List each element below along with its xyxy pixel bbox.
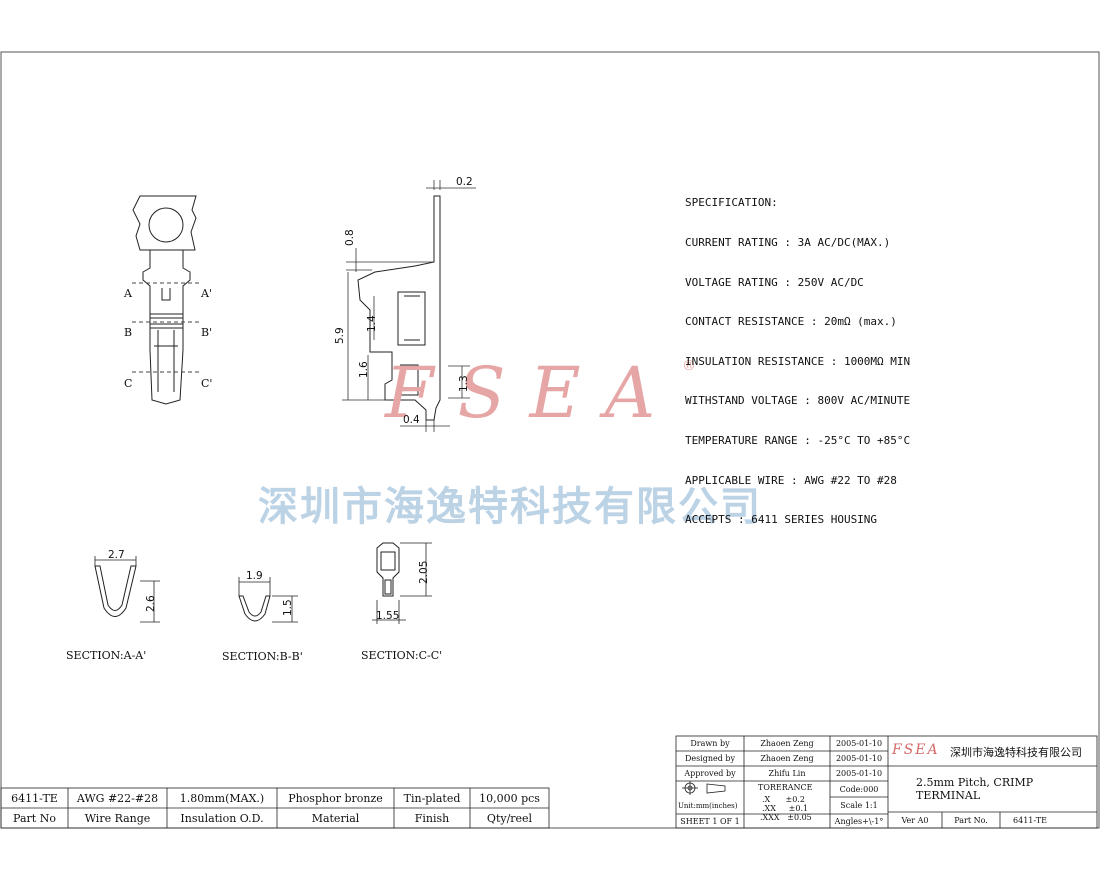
approved-name: Zhifu Lin <box>768 769 806 778</box>
dim-thickness: 0.2 <box>456 176 473 188</box>
version-label: Ver A0 <box>901 815 929 825</box>
title-logo: FSEA <box>892 742 940 758</box>
units-label: Unit:mm(inches) <box>678 802 738 810</box>
parts-header-part-no: Part No <box>13 811 56 825</box>
section-b-height: 1.5 <box>282 599 294 616</box>
parts-value-material: Phosphor bronze <box>288 791 383 805</box>
drawn-label: Drawn by <box>690 739 730 748</box>
tolerance-xx: .XX ±0.1 <box>762 804 809 813</box>
section-a-drawing <box>94 556 160 623</box>
dim-mid: 1.4 <box>366 315 378 332</box>
parts-value-part-no: 6411-TE <box>11 791 58 805</box>
drawing-title-line2: TERMINAL <box>916 789 981 802</box>
section-b-width: 1.9 <box>246 570 263 582</box>
part-number-value: 6411-TE <box>1013 815 1047 825</box>
angles-label: Angles+\-1° <box>834 816 884 826</box>
parts-header-wire-range: Wire Range <box>84 811 151 825</box>
spec-title: SPECIFICATION: <box>685 196 778 210</box>
front-view <box>132 195 200 405</box>
sheet-label: SHEET 1 OF 1 <box>680 816 740 826</box>
approved-label: Approved by <box>684 769 736 778</box>
spec-line: INSULATION RESISTANCE : 1000MΩ MIN <box>685 354 911 368</box>
approved-date: 2005-01-10 <box>835 769 883 778</box>
label-c-prime: C' <box>201 377 213 390</box>
spec-line: WITHSTAND VOLTAGE : 800V AC/MINUTE <box>685 394 911 408</box>
title-company: 深圳市海逸特科技有限公司 <box>950 746 1082 759</box>
section-b-drawing <box>238 577 298 623</box>
part-number-label: Part No. <box>954 815 988 825</box>
side-view <box>342 180 476 432</box>
section-c-drawing <box>372 542 432 624</box>
spec-line: APPLICABLE WIRE : AWG #22 TO #28 <box>685 473 897 487</box>
section-a-label: SECTION:A-A' <box>66 649 147 662</box>
parts-header-qty: Qty/reel <box>486 811 533 825</box>
tolerance-x: .X ±0.2 <box>762 795 805 804</box>
parts-header-insulation: Insulation O.D. <box>180 811 264 825</box>
label-a-prime: A' <box>201 287 212 300</box>
code-label: Code:000 <box>839 784 879 794</box>
section-c-label: SECTION:C-C' <box>361 649 443 662</box>
spec-line: CURRENT RATING : 3A AC/DC(MAX.) <box>685 236 891 249</box>
label-b-prime: B' <box>201 326 213 339</box>
section-a-width: 2.7 <box>108 549 125 561</box>
spec-line: VOLTAGE RATING : 250V AC/DC <box>685 275 864 289</box>
drawn-date: 2005-01-10 <box>835 739 883 748</box>
projection-symbol <box>682 781 726 795</box>
spec-line: ACCEPTS : 6411 SERIES HOUSING <box>685 513 878 527</box>
dim-lower: 1.6 <box>358 361 370 378</box>
designed-label: Designed by <box>684 754 736 763</box>
parts-value-qty: 10,000 pcs <box>479 791 540 805</box>
parts-header-finish: Finish <box>414 811 450 825</box>
label-c: C <box>124 377 133 390</box>
designed-name: Zhaoen Zeng <box>760 754 814 763</box>
parts-value-insulation: 1.80mm(MAX.) <box>179 791 265 805</box>
specification-block: SPECIFICATION: CURRENT RATING : 3A AC/DC… <box>685 170 910 540</box>
dim-base: 0.4 <box>403 414 420 426</box>
tolerance-label: TORERANCE <box>758 783 813 792</box>
designed-date: 2005-01-10 <box>835 754 883 763</box>
section-a-height: 2.6 <box>145 595 157 612</box>
section-b-label: SECTION:B-B' <box>222 650 303 663</box>
section-c-width: 1.55 <box>376 610 400 622</box>
registered-mark: ® <box>682 358 696 374</box>
parts-value-wire-range: AWG #22-#28 <box>76 791 159 805</box>
parts-header-material: Material <box>311 811 360 825</box>
spec-line: TEMPERATURE RANGE : -25°C TO +85°C <box>685 433 911 447</box>
parts-table-grid <box>0 787 550 829</box>
dim-top: 0.8 <box>344 229 356 246</box>
dim-tip: 1.3 <box>458 375 470 392</box>
label-a: A <box>124 287 132 300</box>
section-c-height: 2.05 <box>418 560 430 584</box>
watermark-brand: FSEA <box>385 352 680 434</box>
scale-label: Scale 1:1 <box>840 801 878 810</box>
watermark-company: 深圳市海逸特科技有限公司 <box>258 484 762 530</box>
drawn-name: Zhaoen Zeng <box>760 739 814 748</box>
parts-value-finish: Tin-plated <box>403 791 461 805</box>
drawing-title-line1: 2.5mm Pitch, CRIMP <box>916 776 1034 789</box>
tolerance-xxx: .XXX ±0.05 <box>760 813 812 822</box>
label-b: B <box>124 326 133 339</box>
spec-line: CONTACT RESISTANCE : 20mΩ (max.) <box>685 315 897 329</box>
dim-height: 5.9 <box>334 327 346 344</box>
title-block-grid <box>675 735 1098 829</box>
